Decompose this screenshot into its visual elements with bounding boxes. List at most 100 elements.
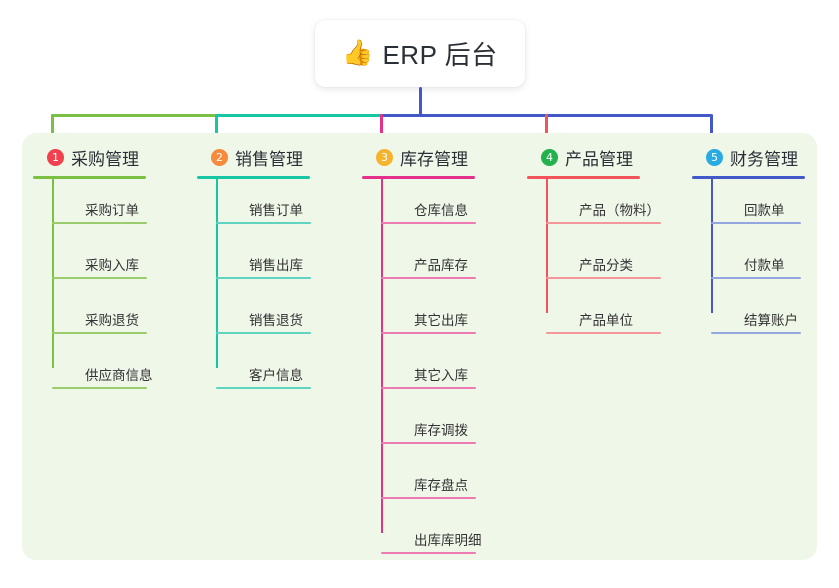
leaf-item-label: 付款单 <box>744 258 785 273</box>
leaf-item-label: 产品库存 <box>414 258 468 273</box>
leaf-item-label: 客户信息 <box>249 368 303 383</box>
leaf-underline <box>381 387 476 389</box>
leaf-item[interactable]: 销售订单 <box>216 203 311 224</box>
leaf-underline <box>711 332 801 334</box>
leaf-item[interactable]: 销售退货 <box>216 313 311 334</box>
leaf-item-label: 出库库明细 <box>414 533 482 548</box>
leaf-item[interactable]: 付款单 <box>711 258 801 279</box>
branch-title-3[interactable]: 3 库存管理 <box>362 145 535 169</box>
leaf-item[interactable]: 仓库信息 <box>381 203 476 224</box>
branch-spine-2 <box>216 176 218 368</box>
branch-column-3: 3 库存管理仓库信息产品库存其它出库其它入库库存调拨库存盘点出库库明细 <box>362 145 535 554</box>
branch-spine-1 <box>52 176 54 368</box>
leaf-underline <box>381 222 476 224</box>
leaf-underline <box>52 387 147 389</box>
branch-drop-3 <box>380 114 383 146</box>
leaf-item[interactable]: 产品单位 <box>546 313 661 334</box>
leaf-item-label: 回款单 <box>744 203 785 218</box>
branch-drop-2 <box>215 114 218 146</box>
leaf-item-label: 产品单位 <box>579 313 633 328</box>
leaf-item-label: 其它入库 <box>414 368 468 383</box>
leaf-item[interactable]: 采购退货 <box>52 313 147 334</box>
leaf-item[interactable]: 出库库明细 <box>381 533 488 554</box>
leaf-item[interactable]: 库存调拨 <box>381 423 476 444</box>
branch-underline-1 <box>33 176 146 179</box>
leaf-item-label: 库存盘点 <box>414 478 468 493</box>
leaf-item[interactable]: 采购订单 <box>52 203 147 224</box>
leaf-underline <box>546 277 661 279</box>
leaf-item-label: 其它出库 <box>414 313 468 328</box>
branches-panel <box>22 133 817 560</box>
leaf-item[interactable]: 销售出库 <box>216 258 311 279</box>
bus-teal <box>215 114 382 117</box>
root-stem <box>419 87 422 117</box>
root-node[interactable]: 👍 ERP 后台 <box>315 20 525 87</box>
branch-spine-5 <box>711 176 713 313</box>
branch-spine-4 <box>546 176 548 313</box>
branch-underline-4 <box>527 176 640 179</box>
leaf-underline <box>216 277 311 279</box>
leaf-item-label: 采购退货 <box>85 313 139 328</box>
leaf-underline <box>711 222 801 224</box>
leaf-underline <box>381 497 476 499</box>
leaf-item[interactable]: 库存盘点 <box>381 478 476 499</box>
branch-badge-5: 5 <box>706 148 723 166</box>
branch-column-4: 4 产品管理产品（物料） 产品分类产品单位 <box>527 145 700 334</box>
branch-title-label: 采购管理 <box>71 149 139 169</box>
leaf-item-label: 采购入库 <box>85 258 139 273</box>
branch-title-4[interactable]: 4 产品管理 <box>527 145 700 169</box>
branch-title-label: 库存管理 <box>400 149 468 169</box>
branch-title-5[interactable]: 5 财务管理 <box>692 145 839 169</box>
leaf-underline <box>216 222 311 224</box>
branch-drop-5 <box>710 114 713 146</box>
thumbs-up-icon: 👍 <box>342 39 374 67</box>
leaf-underline <box>381 552 476 554</box>
branch-title-label: 财务管理 <box>730 149 798 169</box>
leaf-item[interactable]: 结算账户 <box>711 313 804 334</box>
leaf-item-label: 仓库信息 <box>414 203 468 218</box>
branch-badge-1: 1 <box>47 148 64 166</box>
root-title: ERP 后台 <box>382 40 498 70</box>
leaf-item[interactable]: 回款单 <box>711 203 801 224</box>
leaf-item-label: 产品（物料） <box>579 203 660 218</box>
leaf-item-label: 库存调拨 <box>414 423 468 438</box>
branch-badge-3: 3 <box>376 148 393 166</box>
leaf-item[interactable]: 产品库存 <box>381 258 476 279</box>
leaf-item[interactable]: 产品分类 <box>546 258 661 279</box>
leaf-underline <box>546 222 661 224</box>
leaf-underline <box>52 222 147 224</box>
leaf-item[interactable]: 其它入库 <box>381 368 476 389</box>
leaf-item-label: 销售退货 <box>249 313 303 328</box>
branch-column-1: 1 采购管理采购订单采购入库采购退货供应商信息 <box>33 145 206 389</box>
leaf-item-label: 采购订单 <box>85 203 139 218</box>
leaf-item-label: 销售出库 <box>249 258 303 273</box>
leaf-item[interactable]: 供应商信息 <box>52 368 159 389</box>
branch-badge-2: 2 <box>211 148 228 166</box>
leaf-underline <box>216 387 311 389</box>
branch-title-1[interactable]: 1 采购管理 <box>33 145 206 169</box>
leaf-item-label: 产品分类 <box>579 258 633 273</box>
leaf-item[interactable]: 采购入库 <box>52 258 147 279</box>
leaf-underline <box>546 332 661 334</box>
leaf-item[interactable]: 其它出库 <box>381 313 476 334</box>
branch-underline-2 <box>197 176 310 179</box>
branch-underline-3 <box>362 176 475 179</box>
leaf-item[interactable]: 客户信息 <box>216 368 311 389</box>
branch-badge-4: 4 <box>541 148 558 166</box>
branch-title-label: 产品管理 <box>565 149 633 169</box>
branch-underline-5 <box>692 176 805 179</box>
leaf-item[interactable]: 产品（物料） <box>546 203 666 224</box>
branch-column-5: 5 财务管理回款单付款单结算账户 <box>692 145 839 334</box>
leaf-item-label: 销售订单 <box>249 203 303 218</box>
leaf-underline <box>381 277 476 279</box>
leaf-underline <box>381 442 476 444</box>
leaf-item-label: 供应商信息 <box>85 368 153 383</box>
leaf-underline <box>52 277 147 279</box>
bus-green <box>51 114 217 117</box>
leaf-underline <box>216 332 311 334</box>
branch-drop-1 <box>51 114 54 146</box>
branch-drop-4 <box>545 114 548 136</box>
